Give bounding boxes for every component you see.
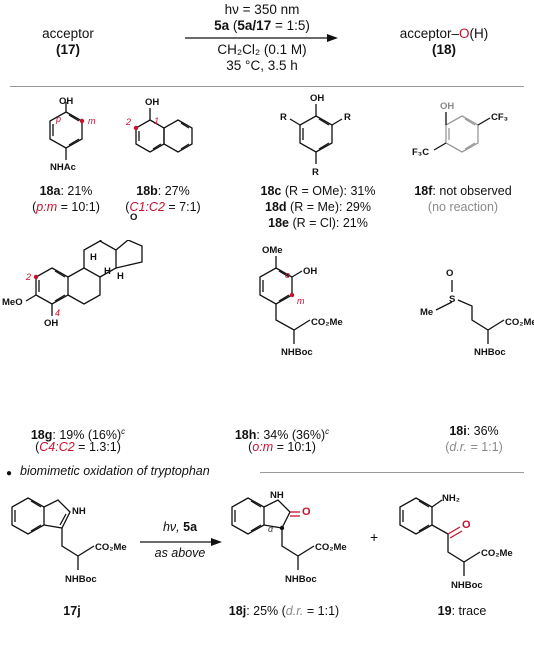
structure-18j <box>231 497 315 570</box>
structure-18i <box>435 280 505 344</box>
caption-18e: 18e (R = Cl): 21% <box>268 216 368 230</box>
label-18i-nhboc: NHBoc <box>474 347 506 358</box>
trp-structures <box>11 497 481 576</box>
caption-18b-ratio: (C1:C2 = 7:1) <box>125 200 201 214</box>
label-18g-h3: H <box>117 271 124 282</box>
label-18a-nhac: NHAc <box>50 162 76 173</box>
label-18h-ome: OMe <box>262 245 283 256</box>
label-17j-co2me: CO₂Me <box>95 542 127 553</box>
caption-18g-yield: 18g: 19% (16%)c <box>30 427 126 443</box>
section-bullet: ● <box>6 468 13 479</box>
label-18g-meo: MeO <box>2 297 23 308</box>
structure-18g <box>25 240 143 316</box>
caption-18d: 18d (R = Me): 29% <box>265 200 371 214</box>
label-18f-cf3: CF₃ <box>491 112 509 123</box>
label-18a-p: p <box>56 114 62 124</box>
label-18i-o: O <box>446 268 454 279</box>
caption-18b-yield: 18b: 27% <box>136 184 190 198</box>
label-18j-o: O <box>302 506 311 518</box>
label-18i-me: Me <box>420 307 434 318</box>
caption-18g-ratio: (C4:C2 = 1.3:1) <box>35 440 121 454</box>
condition-light: hν = 350 nm <box>224 2 300 17</box>
label-18h-m: m <box>297 296 305 306</box>
structure-19 <box>399 497 481 576</box>
label-18h-o: o <box>285 270 291 280</box>
row1-structures <box>49 102 491 164</box>
row2-structures <box>25 240 505 344</box>
label-18g-o: O <box>130 212 138 223</box>
trp-arrow <box>140 538 222 546</box>
label-17j-nhboc: NHBoc <box>65 574 97 585</box>
structure-18f <box>433 112 491 153</box>
reaction-arrow <box>185 34 338 42</box>
label-18c-r3: R <box>312 167 319 178</box>
product-label: acceptor–O(H) <box>399 26 489 41</box>
label-18f-oh: OH <box>440 101 455 112</box>
product-code: (18) <box>431 42 457 57</box>
label-18g-oh: OH <box>44 318 59 329</box>
plus-sign: + <box>370 529 379 545</box>
label-17j-nh: NH <box>72 506 86 517</box>
caption-18h-ratio: (o:m = 10:1) <box>248 440 316 454</box>
trp-arrow-bottom: as above <box>154 546 206 560</box>
label-19-o: O <box>462 519 471 531</box>
label-18c-r1: R <box>280 112 287 123</box>
label-18h-co2me: CO₂Me <box>311 317 343 328</box>
caption-18c: 18c (R = OMe): 31% <box>260 184 376 198</box>
condition-catalyst: 5a (5a/17 = 1:5) <box>214 18 310 33</box>
label-18g-h1: H <box>104 266 111 277</box>
divider-top <box>10 86 524 87</box>
condition-temp: 35 °C, 3.5 h <box>226 58 298 73</box>
caption-18a-yield: 18a: 21% <box>39 184 93 198</box>
label-18c-r2: R <box>344 112 351 123</box>
caption-18i-yield: 18i: 36% <box>449 424 499 438</box>
label-18g-4: 4 <box>55 308 61 318</box>
label-18a-m: m <box>88 116 96 126</box>
label-18i-s: S <box>449 294 456 305</box>
structure-17j <box>11 497 95 570</box>
caption-18i-dr: (d.r. = 1:1) <box>445 440 503 454</box>
label-18a-oh: OH <box>59 96 74 107</box>
structure-18h <box>259 256 311 344</box>
section-divider <box>260 472 524 473</box>
caption-18j: 18j: 25% (d.r. = 1:1) <box>228 604 340 618</box>
structure-18c-e <box>289 104 343 164</box>
caption-17j: 17j <box>63 604 81 618</box>
caption-19: 19: trace <box>437 604 487 618</box>
label-18j-nh: NH <box>270 490 284 501</box>
label-18g-h2: H <box>90 252 97 263</box>
label-18c-oh: OH <box>310 93 325 104</box>
structure-18a <box>49 102 85 160</box>
label-19-nh2: NH₂ <box>442 493 460 504</box>
label-19-nhboc: NHBoc <box>451 580 483 591</box>
caption-18f-note: (no reaction) <box>427 200 499 214</box>
label-18b-oh: OH <box>145 97 160 108</box>
caption-18h-yield: 18h: 34% (36%)c <box>234 427 330 443</box>
label-18j-nhboc: NHBoc <box>285 574 317 585</box>
caption-18f: 18f: not observed <box>414 184 512 198</box>
section-title: biomimetic oxidation of tryptophan <box>20 464 210 478</box>
label-18f-f3c: F₃C <box>412 147 430 158</box>
label-18j-alpha: α <box>268 524 274 534</box>
label-19-co2me: CO₂Me <box>481 548 513 559</box>
label-18b-1: 1 <box>154 116 160 126</box>
label-18j-co2me: CO₂Me <box>315 542 347 553</box>
label-18h-nhboc: NHBoc <box>281 347 313 358</box>
condition-solvent: CH₂Cl₂ (0.1 M) <box>217 42 307 57</box>
acceptor-label: acceptor <box>42 26 94 41</box>
label-18h-oh: OH <box>303 266 318 277</box>
label-18i-co2me: CO₂Me <box>505 317 534 328</box>
trp-arrow-top: hν, 5a <box>162 520 198 534</box>
label-18g-2: 2 <box>26 272 32 282</box>
label-18b-2: 2 <box>126 117 132 127</box>
acceptor-code: (17) <box>55 42 81 57</box>
structure-18b <box>133 108 193 153</box>
caption-18a-ratio: (p:m = 10:1) <box>32 200 100 214</box>
